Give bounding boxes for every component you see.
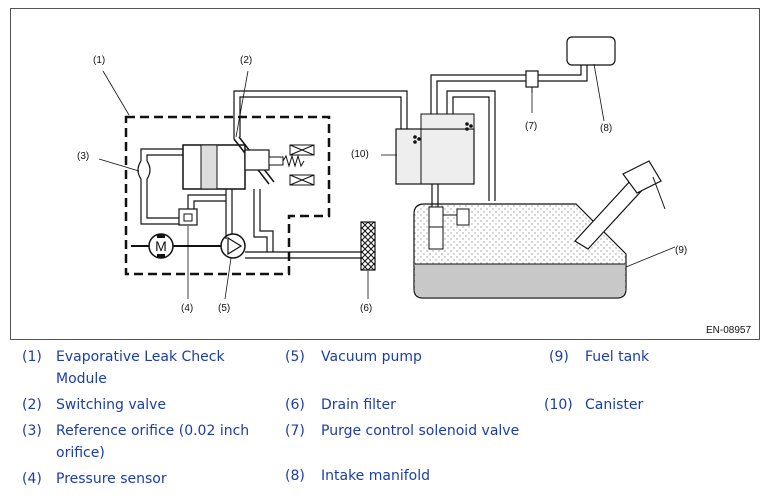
leak-check-module-boundary: [124, 115, 331, 276]
legend-label: Canister: [585, 397, 644, 413]
callout-1: (1): [93, 55, 105, 66]
leader-lines: [98, 63, 676, 300]
legend-number: (4): [22, 471, 42, 487]
legend-number: (5): [285, 349, 305, 365]
motor-symbol: M: [131, 233, 223, 259]
module-piping: [187, 189, 361, 259]
legend-label: Purge control solenoid valve: [321, 423, 520, 439]
legend-label: Vacuum pump: [321, 349, 422, 365]
module-to-canister-line: [233, 90, 408, 139]
legend: (1) Evaporative Leak Check Module (2) Sw…: [0, 346, 771, 496]
purge-control-solenoid-valve: [525, 70, 539, 93]
callout-10: (10): [351, 149, 369, 160]
legend-label: Fuel tank: [585, 349, 650, 365]
legend-label: Evaporative Leak Check: [56, 349, 225, 365]
callout-2: (2): [240, 55, 252, 66]
callout-7: (7): [525, 121, 537, 132]
motor-label: M: [155, 238, 167, 254]
legend-item-1: (1) Evaporative Leak Check Module: [22, 346, 272, 390]
diagram-canvas: M: [77, 36, 751, 336]
legend-number: (1): [22, 349, 42, 365]
fuel-tank: [413, 160, 666, 299]
reference-orifice: [137, 148, 183, 225]
figure-id: EN-08957: [706, 325, 751, 336]
legend-label-cont: orifice): [56, 445, 105, 461]
system-diagram: M: [10, 8, 760, 340]
legend-number: (9): [549, 349, 569, 365]
legend-item-3: (3) Reference orifice (0.02 inch orifice…: [22, 420, 272, 464]
callout-6: (6): [360, 303, 372, 314]
callout-5: (5): [218, 303, 230, 314]
legend-number: (2): [22, 397, 42, 413]
drain-filter: [360, 221, 376, 271]
callout-4: (4): [181, 303, 193, 314]
legend-label: Pressure sensor: [56, 471, 167, 487]
legend-label: Reference orifice (0.02 inch: [56, 423, 250, 439]
callout-8: (8): [600, 123, 612, 134]
pressure-sensor: [178, 208, 198, 226]
intake-manifold: [566, 36, 616, 66]
legend-number: (7): [285, 423, 305, 439]
switching-valve: [182, 136, 315, 190]
callout-3: (3): [77, 151, 89, 162]
legend-number: (8): [285, 468, 305, 484]
legend-label: Intake manifold: [321, 468, 430, 484]
legend-label-cont: Module: [56, 371, 107, 387]
legend-number: (3): [22, 423, 42, 439]
callout-9: (9): [675, 245, 687, 256]
legend-label: Drain filter: [321, 397, 396, 413]
canister: [395, 113, 475, 185]
legend-number: (6): [285, 397, 305, 413]
vacuum-pump: [220, 233, 246, 259]
legend-label: Switching valve: [56, 397, 167, 413]
purge-line: [430, 64, 588, 207]
legend-number: (10): [544, 397, 573, 413]
